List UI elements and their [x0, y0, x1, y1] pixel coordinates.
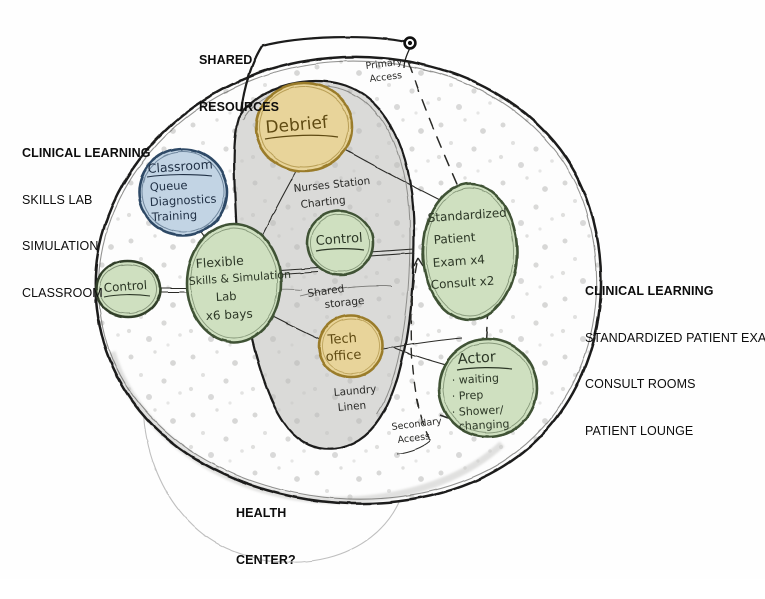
callout-health-center: HEALTH CENTER? [236, 475, 296, 599]
clinical-right-item-1: CONSULT ROOMS [585, 377, 696, 391]
shared-resources-line-2: RESOURCES [199, 99, 280, 114]
clinical-right-item-2: PATIENT LOUNGE [585, 423, 694, 438]
classroom-line-1: Diagnostics [149, 192, 216, 209]
laundry-line-2: Linen [337, 400, 366, 414]
clinical-left-item-1: SIMULATION [22, 239, 99, 253]
primary-access-line-2: Access [369, 70, 403, 85]
classroom-line-0: Queue [149, 178, 187, 194]
clinical-left-heading: CLINICAL LEARNING [22, 146, 151, 160]
primary-access-line-1: Primary [365, 57, 403, 72]
shared-storage-line-1: Shared [307, 283, 345, 300]
sp-line-2: Consult x2 [430, 274, 495, 292]
annotation-shared-storage: Shared storage [307, 283, 365, 311]
actor-line-0: · waiting [451, 372, 499, 387]
annotation-laundry-linen: Laundry Linen [333, 383, 377, 414]
clinical-left-item-0: SKILLS LAB [22, 192, 93, 207]
nurses-station-line-2: Charting [300, 194, 346, 211]
clinical-left-item-2: CLASSROOM [22, 285, 103, 300]
primary-access-node-icon [403, 36, 417, 69]
bubble-flexible-skills-lab[interactable]: Flexible Skills & Simulation Lab x6 bays [185, 222, 291, 344]
bubble-control-center[interactable]: Control [305, 209, 375, 277]
bubble-standardized-patient[interactable]: Standardized Patient Exam x4 Consult x2 [421, 182, 519, 322]
tech-office-title: Tech [326, 331, 357, 348]
sp-line-1: Exam x4 [432, 252, 485, 270]
bubble-diagram-svg: Classroom Queue Diagnostics Training Deb… [94, 35, 603, 563]
clinical-right-item-0: STANDARDIZED PATIENT EXAM [585, 330, 765, 345]
shared-resources-line-1: SHARED [199, 53, 253, 67]
control-center-title: Control [315, 231, 363, 249]
actor-line-2: · Shower/ [451, 403, 504, 419]
sp-line-0: Patient [433, 230, 476, 247]
bubble-control-left[interactable]: Control [94, 259, 162, 319]
flexible-title: Flexible [195, 253, 244, 271]
secondary-access-path [396, 257, 431, 455]
flexible-line-1: Lab [215, 289, 236, 304]
sp-title: Standardized [427, 205, 507, 224]
classroom-line-2: Training [150, 208, 197, 224]
bubble-tech-office[interactable]: Tech office [317, 313, 385, 379]
actor-title: Actor [457, 349, 496, 368]
bubble-debrief[interactable]: Debrief [254, 81, 354, 173]
actor-line-1: · Prep [451, 388, 483, 403]
control-left-title: Control [103, 278, 147, 295]
laundry-line-1: Laundry [333, 383, 377, 399]
bubble-actor[interactable]: Actor · waiting · Prep · Shower/ changin… [437, 337, 539, 439]
actor-line-3: changing [458, 417, 509, 433]
callout-clinical-learning-left: CLINICAL LEARNING SKILLS LAB SIMULATION … [22, 115, 151, 332]
health-center-line-1: HEALTH [236, 506, 287, 520]
annotation-primary-access: Primary Access [365, 57, 403, 85]
flexible-line-2: x6 bays [205, 307, 253, 323]
bubble-classroom[interactable]: Classroom Queue Diagnostics Training [137, 147, 229, 237]
diagram-canvas: Classroom Queue Diagnostics Training Deb… [22, 22, 765, 567]
secondary-access-line-2: Access [397, 431, 431, 446]
callout-shared-resources: SHARED RESOURCES [199, 22, 279, 146]
health-center-line-2: CENTER? [236, 552, 296, 567]
tech-office-line-0: office [325, 348, 362, 365]
classroom-title: Classroom [147, 156, 213, 176]
clinical-right-heading: CLINICAL LEARNING [585, 284, 714, 298]
callout-clinical-learning-right: CLINICAL LEARNING STANDARDIZED PATIENT E… [585, 253, 765, 470]
shared-resources-leader [239, 35, 407, 113]
shared-storage-line-2: storage [324, 295, 365, 311]
